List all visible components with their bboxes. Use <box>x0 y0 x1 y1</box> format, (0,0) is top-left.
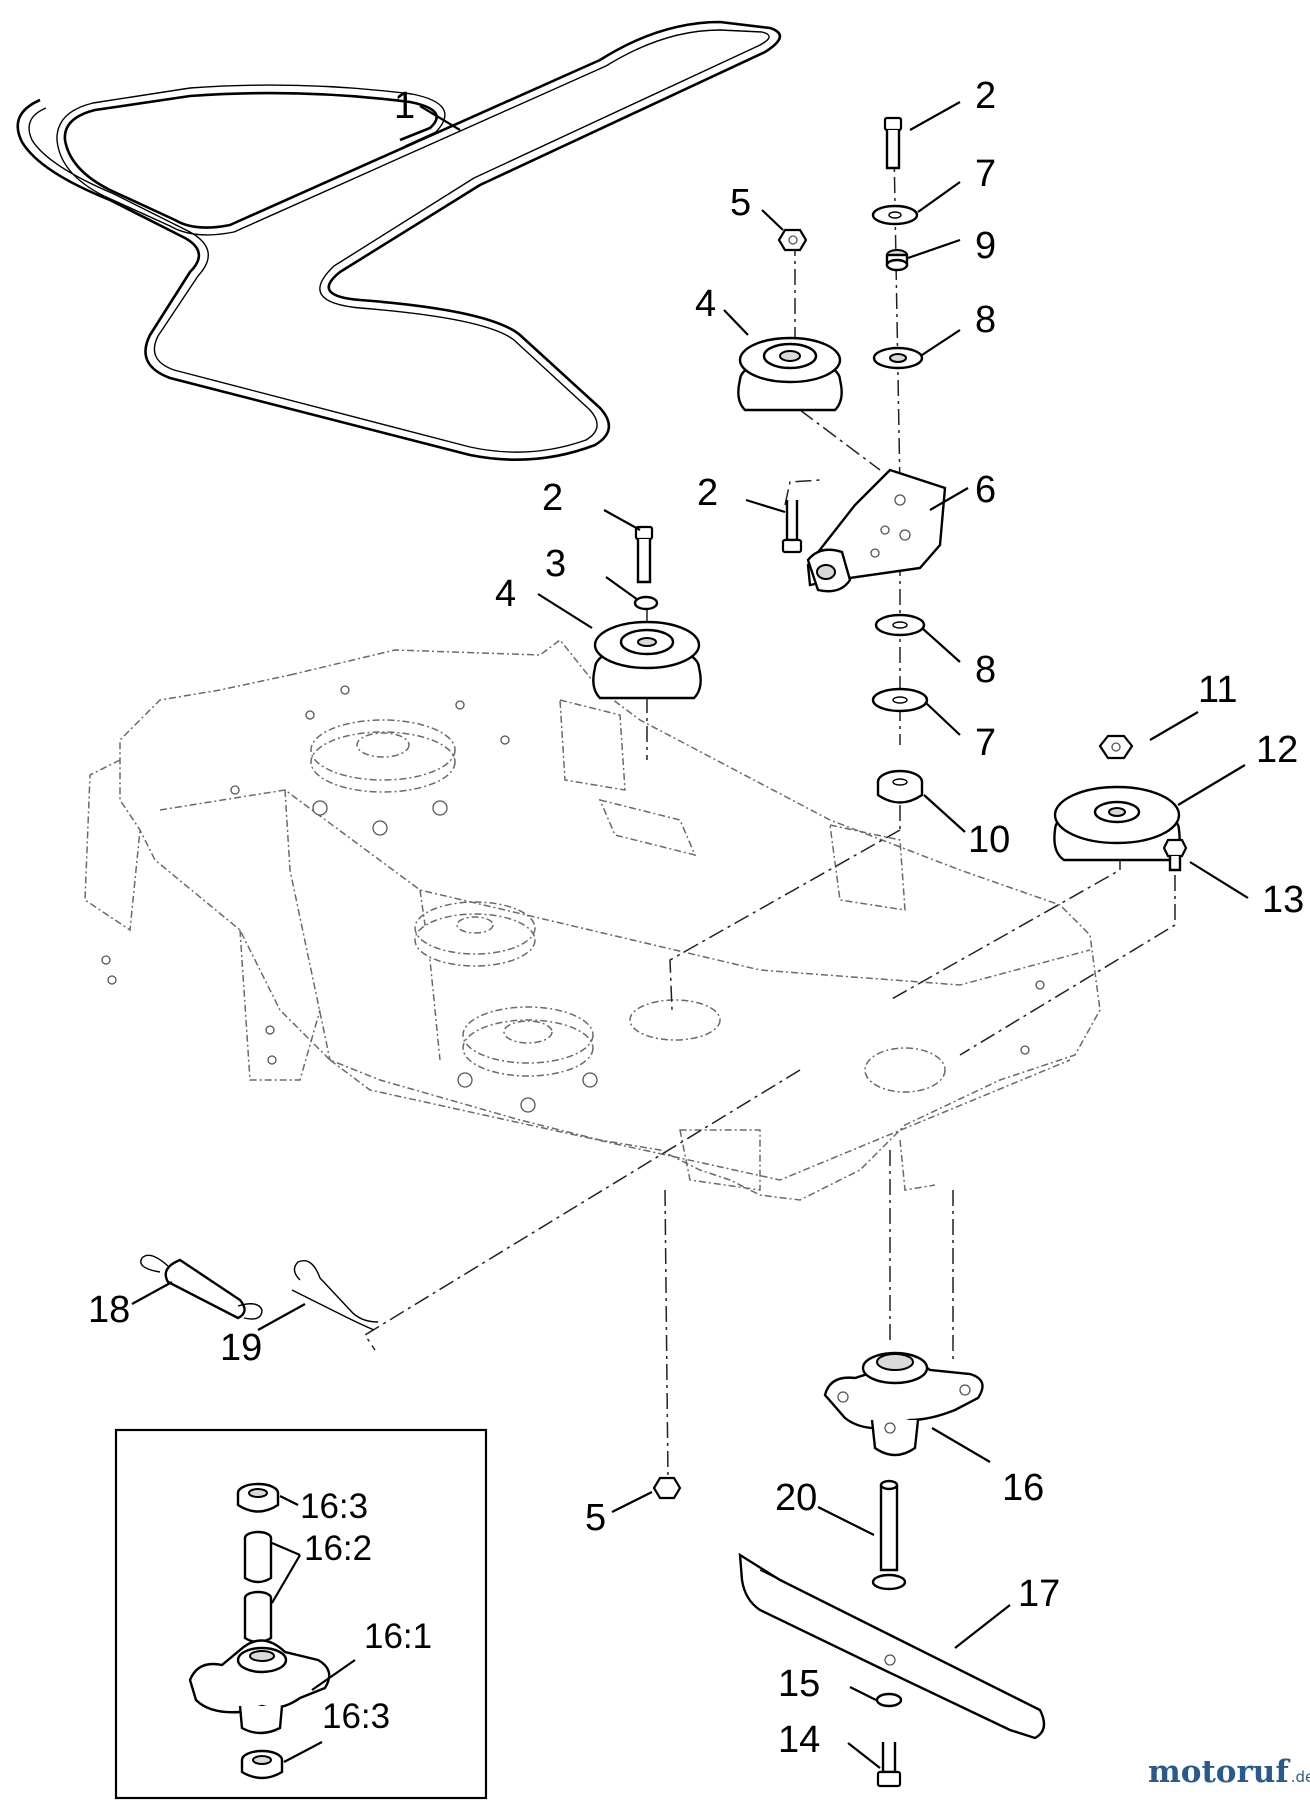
spacer-9 <box>885 249 909 272</box>
watermark-logo: motoruf.de <box>1148 1754 1310 1790</box>
washer-8-bottom <box>874 613 926 637</box>
watermark-tld: .de <box>1291 1768 1310 1786</box>
washer-15 <box>875 1692 903 1708</box>
callout-8-top: 8 <box>975 299 996 341</box>
inset-callout-16-2: 16:2 <box>304 1529 372 1568</box>
callout-20: 20 <box>775 1477 817 1519</box>
spindle-housing-16 <box>823 1351 984 1457</box>
bolt-14 <box>876 1742 902 1788</box>
washer-8-top <box>872 346 924 370</box>
idler-pulley-4-top <box>737 336 843 412</box>
callout-10: 10 <box>968 819 1010 861</box>
nut-5-top <box>777 228 808 252</box>
callout-17: 17 <box>1018 1573 1060 1615</box>
deck-left-pulley <box>310 719 456 836</box>
callout-4-top: 4 <box>695 283 716 325</box>
bolt-2-top <box>883 116 903 170</box>
leader-lines <box>131 101 1249 1769</box>
bolt-2-center <box>634 525 654 584</box>
callout-13: 13 <box>1262 879 1304 921</box>
inset-callout-labels: 16:3 16:2 16:1 16:3 <box>300 1487 432 1736</box>
spindle-shaft-20 <box>871 1479 907 1591</box>
callout-3: 3 <box>545 543 566 585</box>
callout-12: 12 <box>1256 729 1298 771</box>
drive-belt <box>16 20 782 461</box>
callout-19: 19 <box>220 1327 262 1369</box>
washer-7-top <box>871 204 919 226</box>
callout-labels: 1 2 7 5 9 4 8 2 6 2 3 4 8 11 12 7 10 13 … <box>88 75 1304 1761</box>
bolt-13 <box>1162 838 1188 872</box>
inset-callout-16-3-bottom: 16:3 <box>322 1697 390 1736</box>
callout-7-bottom: 7 <box>975 722 996 764</box>
deck-center-idler <box>414 901 536 967</box>
callout-2-arm: 2 <box>697 472 718 514</box>
callout-15: 15 <box>778 1663 820 1705</box>
callout-2-top: 2 <box>975 75 996 117</box>
inset-spindle-detail <box>114 1428 488 1800</box>
blade-17 <box>738 1552 1046 1740</box>
inset-callout-16-1: 16:1 <box>364 1617 432 1656</box>
inset-bearing-bottom <box>240 1749 284 1780</box>
callout-7-top: 7 <box>975 153 996 195</box>
spring-18 <box>140 1254 263 1320</box>
nut-5-bottom <box>652 1476 682 1500</box>
idler-pulley-4-center <box>592 620 702 700</box>
callout-4-center: 4 <box>495 573 516 615</box>
svg-text:motoruf.de: motoruf.de <box>1148 1754 1310 1790</box>
spacer-10 <box>876 769 924 804</box>
callout-18: 18 <box>88 1289 130 1331</box>
callout-8-bottom: 8 <box>975 649 996 691</box>
inset-bearing-top <box>236 1482 280 1513</box>
hairpin-19 <box>291 1260 379 1331</box>
inset-housing <box>188 1639 331 1735</box>
inset-bushing-upper <box>243 1530 273 1584</box>
callout-2-center: 2 <box>542 477 563 519</box>
callout-14: 14 <box>778 1719 820 1761</box>
callout-9: 9 <box>975 225 996 267</box>
callout-5-bottom: 5 <box>585 1497 606 1539</box>
washer-3 <box>633 595 659 611</box>
callout-5-top: 5 <box>730 182 751 224</box>
washer-7-bottom <box>871 687 929 713</box>
callout-6: 6 <box>975 469 996 511</box>
callout-11: 11 <box>1198 669 1237 711</box>
deck-center-pulley <box>457 1006 598 1113</box>
callout-1: 1 <box>394 85 415 127</box>
watermark-brand: motoruf <box>1148 1754 1290 1790</box>
pulley-12 <box>1053 785 1181 862</box>
callout-16: 16 <box>1002 1467 1044 1509</box>
inset-bushing-lower <box>243 1590 273 1644</box>
bolt-2-arm <box>781 500 803 554</box>
inset-callout-16-3-top: 16:3 <box>300 1487 368 1526</box>
nut-11 <box>1098 734 1134 760</box>
idler-arm-6 <box>806 468 947 593</box>
